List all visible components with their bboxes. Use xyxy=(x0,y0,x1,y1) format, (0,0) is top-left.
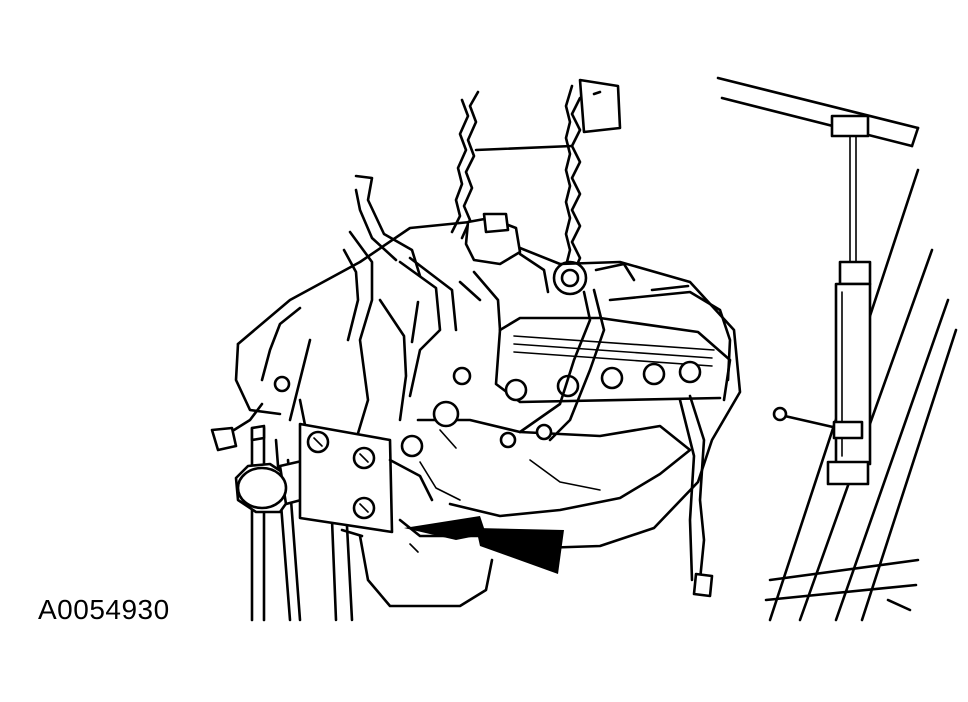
pointer-arrow-right xyxy=(476,528,564,574)
pointer-arrows[interactable] xyxy=(404,516,564,574)
lifting-chains xyxy=(450,78,622,296)
figure-id-label: A0054930 xyxy=(38,594,170,625)
engine-block xyxy=(234,220,742,608)
pointer-arrow-left xyxy=(404,516,486,540)
engine-stand xyxy=(234,422,434,622)
hydraulic-ram xyxy=(772,114,872,486)
hoses-and-wiring xyxy=(210,174,732,598)
